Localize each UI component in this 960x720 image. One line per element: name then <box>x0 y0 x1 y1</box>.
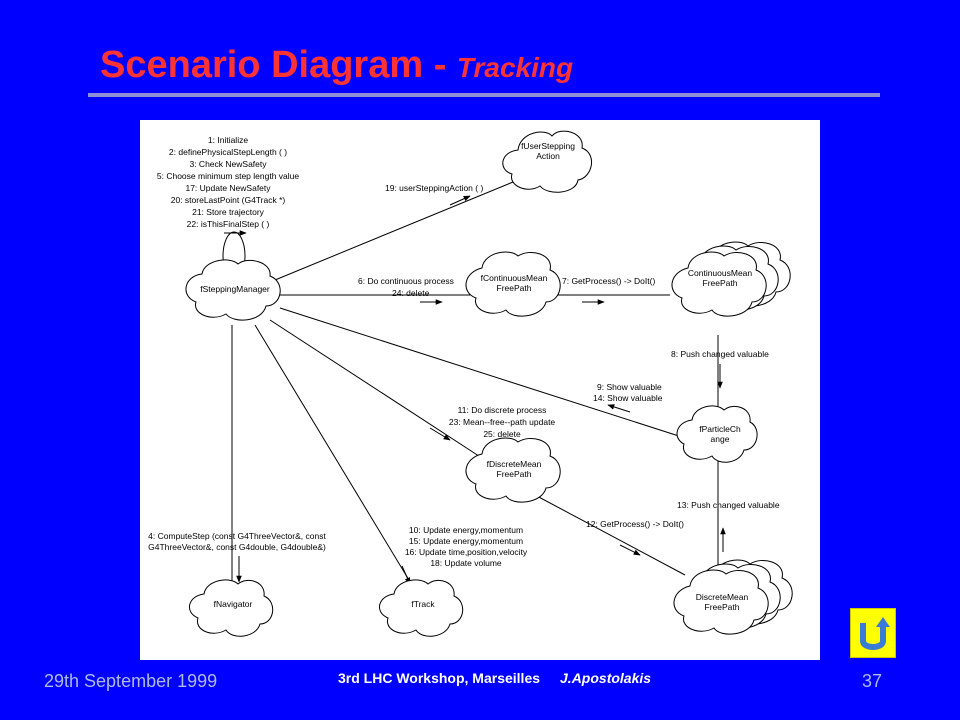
msg-discrete: 11: Do discrete process <box>458 405 547 415</box>
self-messages: 1: Initialize 2: definePhysicalStepLengt… <box>157 135 299 229</box>
msg-show-1: 9: Show valuable <box>597 382 662 392</box>
msg-update: 16: Update time,position,velocity <box>405 547 528 557</box>
link-manager-user <box>274 174 531 281</box>
link-manager-particle <box>279 307 686 439</box>
arrow-getprocess-disc <box>619 544 641 556</box>
self-message: 21: Store trajectory <box>192 207 265 217</box>
page-number: 37 <box>862 671 883 691</box>
node-stepping-manager: fSteppingManager <box>185 259 281 321</box>
node-track-label: fTrack <box>411 599 435 609</box>
self-message: 22: isThisFinalStep ( ) <box>187 219 270 229</box>
scenario-diagram: fUserStepping Action fSteppingManager fC… <box>140 120 820 660</box>
self-message: 20: storeLastPoint (G4Track *) <box>171 195 286 205</box>
node-disc-mean: fDiscreteMean FreePath <box>465 437 561 503</box>
link-discmean-discstack <box>534 494 686 576</box>
node-user-stepping-label-2: Action <box>536 151 560 161</box>
msg-user-stepping: 19: userSteppingAction ( ) <box>385 183 483 193</box>
msg-show-2: 14: Show valuable <box>593 393 663 403</box>
title-underline <box>88 93 880 97</box>
slide-title-main: Scenario Diagram - <box>100 44 457 86</box>
self-message: 2: definePhysicalStepLength ( ) <box>169 147 287 157</box>
u-turn-arrow-icon <box>860 617 890 650</box>
node-cont-stack-label-1: ContinuousMean <box>688 268 753 278</box>
self-message: 1: Initialize <box>208 135 248 145</box>
node-user-stepping: fUserStepping Action <box>502 130 592 193</box>
footer-workshop: 3rd LHC Workshop, Marseilles <box>338 670 541 686</box>
msg-compute-step: G4ThreeVector&, const G4double, G4double… <box>148 542 326 552</box>
msg-compute-step: 4: ComputeStep (const G4ThreeVector&, co… <box>148 531 326 541</box>
link-manager-track <box>254 324 416 591</box>
slide-title-sub: Tracking <box>456 52 574 83</box>
footer-date: 29th September 1999 <box>44 671 218 691</box>
node-navigator-label: fNavigator <box>214 599 253 609</box>
msg-getprocess-disc: 12: GetProcess() -> DoIt() <box>586 519 684 529</box>
self-message: 5: Choose minimum step length value <box>157 171 299 181</box>
msg-continuous-2: 24: delete <box>392 288 430 298</box>
footer-info: 3rd LHC Workshop, Marseilles J.Apostolaki… <box>338 670 651 686</box>
node-disc-stack-label-1: DiscreteMean <box>696 592 749 602</box>
node-navigator: fNavigator <box>189 579 274 637</box>
node-particle-change-label-1: fParticleCh <box>699 424 741 434</box>
slide-title: Scenario Diagram - Tracking <box>100 44 573 87</box>
node-stepping-manager-label: fSteppingManager <box>200 284 270 294</box>
msg-update: 18: Update volume <box>430 558 502 568</box>
node-user-stepping-label-1: fUserStepping <box>521 141 575 151</box>
msg-getprocess-cont: 7: GetProcess() -> DoIt() <box>562 276 655 286</box>
arrow-show <box>607 404 631 413</box>
footer-author: J.Apostolakis <box>560 670 652 686</box>
node-disc-mean-label-1: fDiscreteMean <box>487 459 542 469</box>
msg-continuous-1: 6: Do continuous process <box>358 276 454 286</box>
node-cont-stack: ContinuousMean FreePath <box>671 241 791 317</box>
msg-update: 15: Update energy,momentum <box>409 536 523 546</box>
self-message: 17: Update NewSafety <box>185 183 271 193</box>
node-disc-mean-label-2: FreePath <box>497 469 532 479</box>
msg-update: 10: Update energy,momentum <box>409 525 523 535</box>
home-button[interactable] <box>850 608 896 658</box>
node-particle-change: fParticleCh ange <box>676 405 758 463</box>
self-message: 3: Check NewSafety <box>189 159 267 169</box>
msg-push-disc: 13: Push changed valuable <box>677 500 780 510</box>
msg-discrete: 23: Mean--free--path update <box>449 417 556 427</box>
arrow-user <box>449 195 471 206</box>
arrow-discrete <box>429 427 451 441</box>
node-disc-stack: DiscreteMean FreePath <box>673 559 793 635</box>
node-cont-mean-label-1: fContinuousMean <box>481 273 548 283</box>
node-cont-mean: fContinuousMean FreePath <box>465 251 561 317</box>
node-cont-stack-label-2: FreePath <box>703 278 738 288</box>
node-track: fTrack <box>379 579 464 637</box>
msg-discrete: 25: delete <box>483 429 521 439</box>
node-particle-change-label-2: ange <box>711 434 730 444</box>
node-cont-mean-label-2: FreePath <box>497 283 532 293</box>
msg-push-cont: 8: Push changed valuable <box>671 349 769 359</box>
node-disc-stack-label-2: FreePath <box>705 602 740 612</box>
link-manager-discmean <box>269 319 486 461</box>
